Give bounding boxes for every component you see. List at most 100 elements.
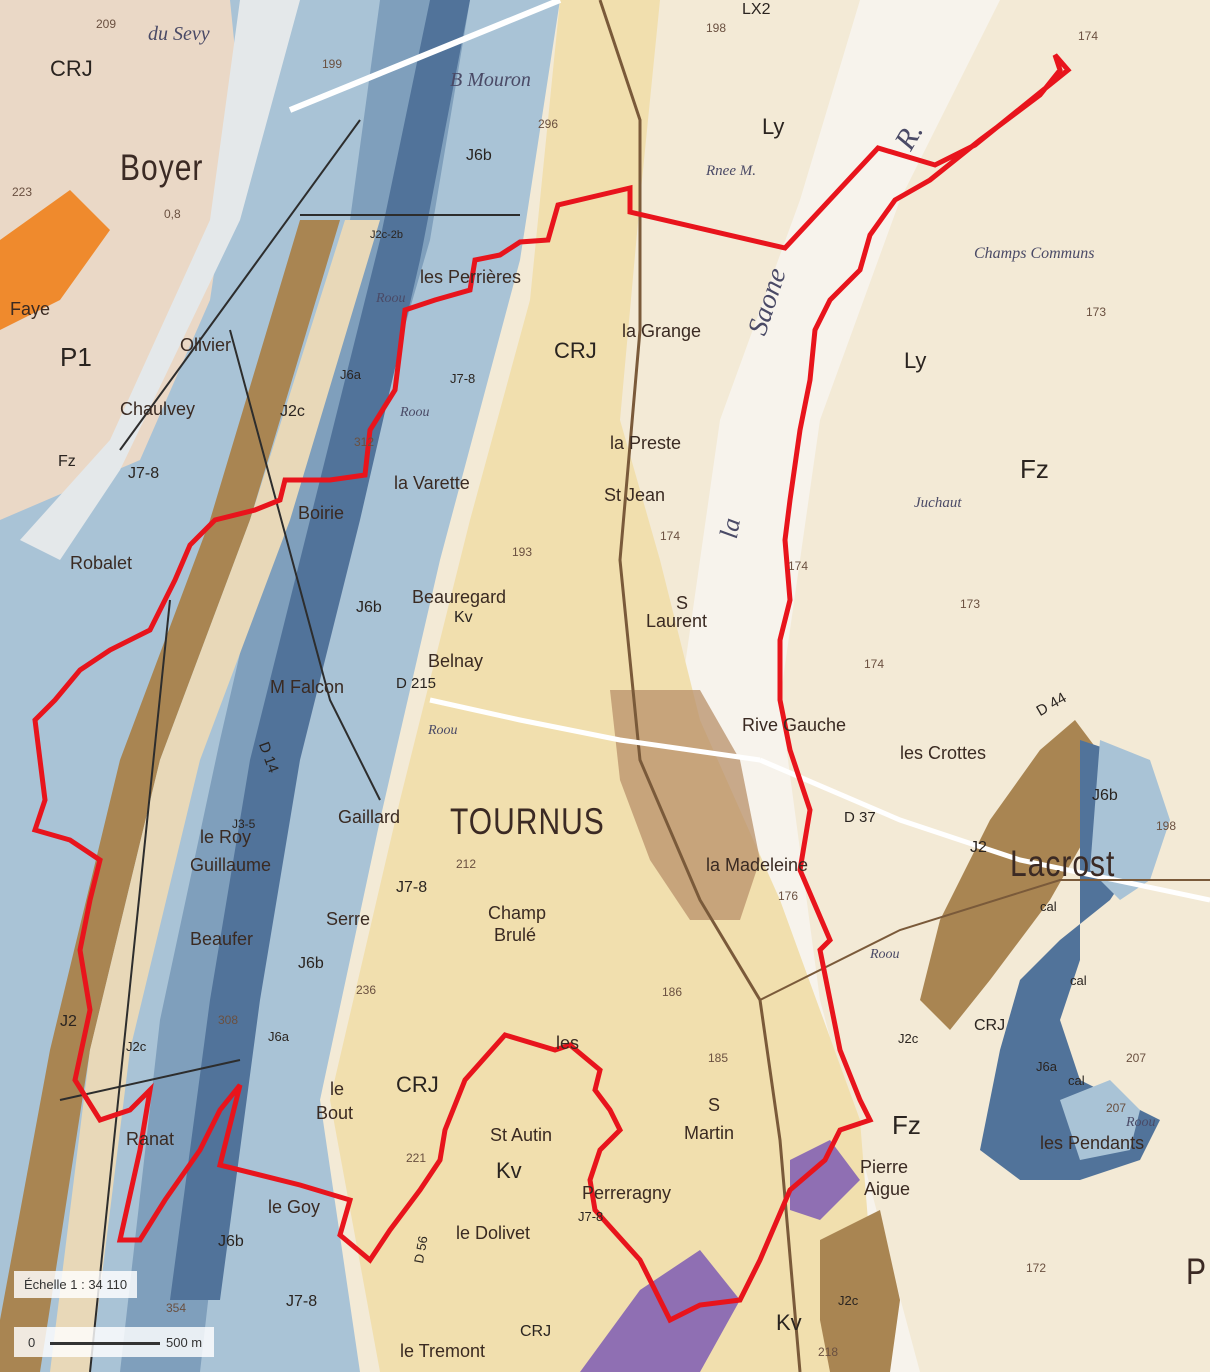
altitude-label: 308 <box>218 1013 239 1027</box>
geo-cal-2: cal <box>1070 973 1087 988</box>
label-falcon: M Falcon <box>270 677 345 697</box>
geo-j35: J3-5 <box>232 817 256 831</box>
geo-lx2: LX2 <box>742 1 771 18</box>
altitude-label: 193 <box>512 545 533 559</box>
label-st-jean: St Jean <box>604 485 666 505</box>
altitude-label: 221 <box>406 1151 427 1165</box>
altitude-label: 312 <box>354 435 375 449</box>
orange-patch <box>0 190 110 330</box>
geo-ly-1: Ly <box>762 114 785 139</box>
geo-j2c-3: J2c <box>898 1031 919 1046</box>
label-st-martin: Martin <box>684 1123 735 1143</box>
altitude-label: 185 <box>708 1051 729 1065</box>
pierre-aigue-purple-patch <box>790 1140 860 1220</box>
label-la-madeleine: la Madeleine <box>706 855 809 875</box>
railway-line <box>598 0 802 1372</box>
geo-crj-1: CRJ <box>50 56 93 81</box>
altitude-label: 174 <box>864 657 885 671</box>
label-rive-gauche: Rive Gauche <box>742 715 847 735</box>
geo-j78-5: J7-8 <box>578 1209 604 1224</box>
label-perreragny: Perreragny <box>582 1183 672 1203</box>
geo-kv-3: Kv <box>776 1310 802 1335</box>
geo-j6a-2: J6a <box>268 1029 289 1044</box>
geo-crj-2: CRJ <box>554 338 597 363</box>
plateau-zone <box>330 0 880 1372</box>
label-champs-communs: Champs Communs <box>974 245 1095 262</box>
road-east <box>759 879 1210 1001</box>
geo-roou-4: Roou <box>870 947 900 962</box>
northwest-beige-zone <box>0 0 240 520</box>
geo-j6b-5: J6b <box>1092 787 1118 804</box>
label-p-right: P <box>1186 1251 1208 1293</box>
label-juchaut: Juchaut <box>914 495 962 511</box>
altitude-label: 207 <box>1126 1051 1147 1065</box>
geo-crj-4: CRJ <box>974 1017 1006 1034</box>
east-light-blue-patch <box>1090 740 1170 900</box>
geo-crj-3: CRJ <box>396 1072 439 1097</box>
altitude-label: 0,8 <box>164 207 181 221</box>
geo-kv-2: Kv <box>496 1158 522 1183</box>
label-tournus: TOURNUS <box>450 801 605 843</box>
label-la-varette: la Varette <box>394 473 470 493</box>
fault-line-diagonal <box>119 119 361 451</box>
geo-d215: D 215 <box>396 675 437 692</box>
geo-j6b-1: J6b <box>466 147 492 164</box>
label-gaillard: Gaillard <box>338 807 401 827</box>
altitude-label: 296 <box>538 117 559 131</box>
label-du-sevy: du Sevy <box>148 23 210 45</box>
altitude-label: 236 <box>356 983 377 997</box>
label-faye: Faye <box>10 299 51 319</box>
southeast-brown-patch <box>820 1210 900 1372</box>
label-les: les <box>556 1033 580 1053</box>
scale-bar-line <box>50 1342 160 1345</box>
dark-blue-band <box>170 0 470 1300</box>
altitude-label: 176 <box>778 889 799 903</box>
geo-fz-3: Fz <box>892 1110 921 1140</box>
label-chaulvey: Chaulvey <box>120 399 196 419</box>
hatched-band <box>50 220 380 1372</box>
fault-line-south <box>59 1059 241 1101</box>
altitude-label: 354 <box>166 1301 187 1315</box>
geo-j2-1: J2 <box>60 1013 77 1030</box>
label-la-preste: la Preste <box>610 433 682 453</box>
scale-bar: 0 500 m <box>14 1327 214 1357</box>
label-olivier: Olivier <box>180 335 232 355</box>
geo-j6a-1: J6a <box>340 367 361 382</box>
scale-bar-start: 0 <box>28 1335 36 1350</box>
label-ranat: Ranat <box>126 1129 175 1149</box>
tournus-town-core <box>610 690 760 920</box>
label-aigue: Aigue <box>864 1179 911 1199</box>
altitude-label: 218 <box>818 1345 839 1359</box>
road-d215 <box>429 697 761 763</box>
label-belnay: Belnay <box>428 651 484 671</box>
commune-boundary <box>31 53 1072 1324</box>
geo-p1: P1 <box>60 342 92 372</box>
geo-cal-1: cal <box>1040 899 1057 914</box>
geo-j2c-2: J2c <box>126 1039 147 1054</box>
geo-j2c2b: J2c-2b <box>370 229 404 241</box>
geo-rnee: Rnee M. <box>706 163 756 179</box>
label-beauregard: Beauregard <box>412 587 507 607</box>
geo-j6b-2: J6b <box>356 599 382 616</box>
label-mouron: B Mouron <box>450 69 531 91</box>
altitude-label: 172 <box>1026 1261 1047 1275</box>
geo-roou-1: Roou <box>376 291 406 306</box>
geo-fz-2: Fz <box>1020 454 1049 484</box>
label-perrieres: les Perrières <box>420 267 522 287</box>
geo-j78-1: J7-8 <box>128 465 160 482</box>
geo-j6b-4: J6b <box>218 1233 244 1250</box>
label-champ: Champ <box>488 903 547 923</box>
fault-line-central <box>229 329 381 801</box>
geo-fz-1: Fz <box>58 453 76 470</box>
fault-line-west <box>89 599 171 1372</box>
altitude-label: 186 <box>662 985 683 999</box>
label-le-goy: le Goy <box>268 1197 321 1217</box>
label-la-grange: la Grange <box>622 321 702 341</box>
geo-cal-3: cal <box>1068 1073 1085 1088</box>
label-le-tremont: le Tremont <box>400 1341 486 1361</box>
south-purple-patch <box>580 1250 740 1372</box>
label-st-laurent-s: S <box>676 593 689 613</box>
altitude-label: 174 <box>1078 29 1099 43</box>
